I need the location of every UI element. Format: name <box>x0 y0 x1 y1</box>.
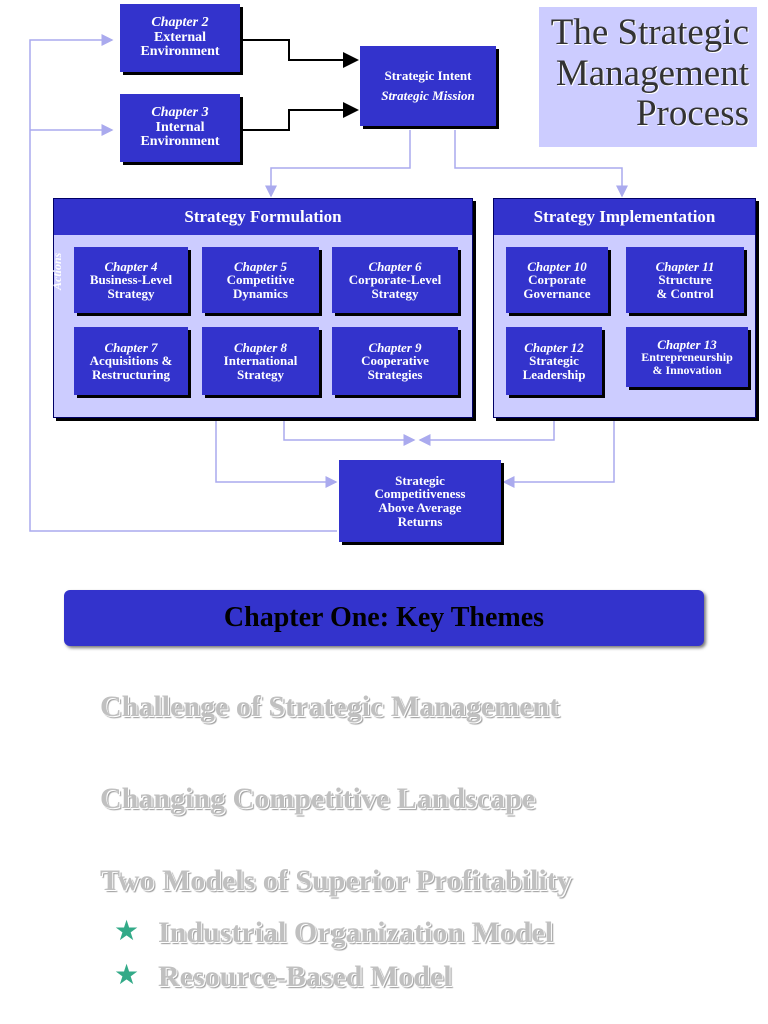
outcome-box: Strategic Competitiveness Above Average … <box>339 460 501 542</box>
theme-item: Two Models of Superior Profitability <box>100 864 572 897</box>
theme-item: Challenge of Strategic Management <box>100 690 560 723</box>
chapter-6-box: Chapter 6 Corporate-Level Strategy <box>332 247 458 313</box>
box-line: Strategy <box>237 366 284 382</box>
formulation-title: Strategy Formulation <box>54 199 472 235</box>
title-line-2: Management <box>555 52 749 94</box>
chapter-11-box: Chapter 11 Structure & Control <box>626 247 744 313</box>
intent-to-implementation <box>454 130 628 198</box>
box-line: & Innovation <box>652 362 722 377</box>
chapter-4-box: Chapter 4 Business-Level Strategy <box>74 247 188 313</box>
chapter-label: Chapter 13 <box>657 336 717 352</box>
sub-theme-item: Industrial Organization Model <box>158 916 554 949</box>
chapter-10-box: Chapter 10 Corporate Governance <box>506 247 608 313</box>
implementation-formulation-link <box>418 420 555 446</box>
box-line: Strategic Intent <box>384 68 472 84</box>
chapter-7-box: Chapter 7 Acquisitions & Restructuring <box>74 327 188 395</box>
box-line: Leadership <box>522 366 586 382</box>
box-line: External <box>153 29 207 45</box>
box-line: Entrepreneurship <box>641 350 733 365</box>
external-environment-box: Chapter 2 External Environment <box>120 4 240 72</box>
intent-to-formulation <box>265 130 411 198</box>
chapter-8-box: Chapter 8 International Strategy <box>202 327 319 395</box>
chapter-label: Chapter 8 <box>233 339 288 355</box>
implementation-to-outcome <box>502 420 615 488</box>
chapter-label: Chapter 10 <box>527 258 587 274</box>
formulation-body: Chapter 4 Business-Level Strategy Chapte… <box>62 239 464 409</box>
implementation-title: Strategy Implementation <box>494 199 755 235</box>
actions-side-label: Actions <box>50 252 64 290</box>
chapter-5-box: Chapter 5 Competitive Dynamics <box>202 247 319 313</box>
star-bullet-icon: ★ <box>114 960 140 991</box>
chapter-label: Chapter 5 <box>233 258 288 274</box>
box-line: Strategic <box>529 353 579 369</box>
chapter-9-box: Chapter 9 Cooperative Strategies <box>332 327 458 395</box>
box-line: Competitive <box>226 272 295 288</box>
sub-theme-item: Resource-Based Model <box>158 960 452 993</box>
box-line: Strategy <box>107 285 155 301</box>
theme-item: Changing Competitive Landscape <box>100 782 536 815</box>
chapter-12-box: Chapter 12 Strategic Leadership <box>506 327 602 395</box>
box-line: Internal <box>155 119 205 135</box>
internal-environment-box: Chapter 3 Internal Environment <box>120 94 240 162</box>
box-line: Corporate-Level <box>348 272 442 288</box>
chapter-label: Chapter 6 <box>368 258 422 274</box>
box-line: & Control <box>656 285 714 301</box>
chapter-label: Chapter 7 <box>104 339 158 355</box>
chapter-label: Chapter 4 <box>104 258 158 274</box>
implementation-panel: Strategy Implementation Chapter 10 Corpo… <box>493 198 756 418</box>
box-line: Competitiveness <box>374 486 466 502</box>
chapter-label: Chapter 12 <box>524 339 584 355</box>
box-line: International <box>223 353 298 369</box>
formulation-panel: Strategy Formulation Chapter 4 Business-… <box>53 198 473 418</box>
box-line: Returns <box>397 513 443 529</box>
formulation-to-outcome <box>215 420 338 488</box>
box-line: Structure <box>658 272 712 288</box>
box-line: Strategies <box>367 366 423 382</box>
chapter-label: Chapter 2 <box>151 14 209 30</box>
box-line: Dynamics <box>233 285 288 301</box>
feedback-loop <box>29 34 337 532</box>
box-line: Strategy <box>371 285 419 301</box>
box-line: Acquisitions & <box>89 353 173 369</box>
box-line: Strategic Mission <box>381 88 475 103</box>
connector-internal-intent <box>242 102 359 131</box>
box-line: Environment <box>140 134 220 150</box>
box-line: Restructuring <box>92 366 170 382</box>
box-line: Above Average <box>378 500 462 515</box>
slide-title: The Strategic Management Process <box>539 7 757 147</box>
formulation-implementation-link <box>283 420 416 446</box>
chapter-label: Chapter 9 <box>368 339 422 355</box>
title-line-1: The Strategic <box>550 12 749 53</box>
connector-external-intent <box>242 39 359 68</box>
star-bullet-icon: ★ <box>114 916 140 947</box>
chapter-label: Chapter 3 <box>151 104 209 120</box>
key-themes-banner: Chapter One: Key Themes <box>64 590 704 646</box>
title-line-3: Process <box>635 93 749 135</box>
implementation-body: Chapter 10 Corporate Governance Chapter … <box>502 239 748 409</box>
box-line: Cooperative <box>361 353 429 369</box>
box-line: Business-Level <box>89 272 173 288</box>
box-line: Environment <box>140 44 220 60</box>
chapter-label: Chapter 11 <box>655 258 715 274</box>
box-line: Corporate <box>528 272 586 288</box>
chapter-13-box: Chapter 13 Entrepreneurship & Innovation <box>626 327 748 387</box>
strategic-intent-box: Strategic Intent Strategic Mission <box>360 46 496 126</box>
box-line: Strategic <box>395 472 445 488</box>
box-line: Governance <box>523 285 591 301</box>
